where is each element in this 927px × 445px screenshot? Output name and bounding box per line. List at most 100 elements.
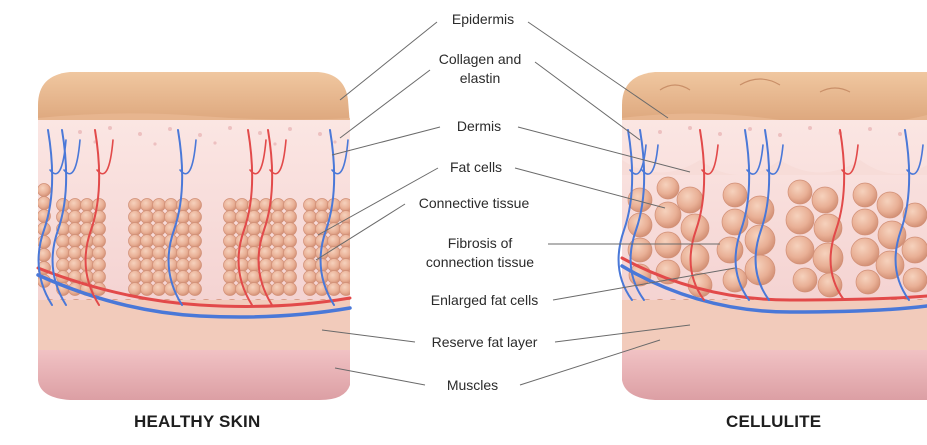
fat-cell [153, 271, 166, 284]
fat-cell [284, 223, 297, 236]
fat-cell [189, 223, 202, 236]
fat-cell [69, 247, 82, 260]
reserve-fat-left [38, 300, 350, 352]
fat-cell [316, 199, 329, 212]
enlarged-fat-cell [813, 243, 843, 273]
fat-cell [272, 223, 285, 236]
fat-cell [284, 211, 297, 224]
fat-cell [69, 211, 82, 224]
fat-cell [129, 223, 142, 236]
reserve-fat-right [622, 300, 927, 352]
fat-cell [153, 211, 166, 224]
label-fibrosis-line1: Fibrosis of [410, 234, 550, 252]
enlarged-fat-cell [745, 255, 775, 285]
fat-cell [57, 247, 70, 260]
fat-cell [224, 235, 237, 248]
label-collagen-line2: elastin [425, 69, 535, 87]
caption-healthy-skin: HEALTHY SKIN [134, 412, 260, 432]
label-fat-cells: Fat cells [436, 158, 516, 176]
fat-cell [248, 283, 261, 296]
fat-cell [129, 211, 142, 224]
fat-cell [224, 259, 237, 272]
fat-cell [189, 211, 202, 224]
fat-cell [38, 184, 51, 197]
fat-cell [153, 223, 166, 236]
enlarged-fat-cell [745, 225, 775, 255]
fat-cell [189, 247, 202, 260]
fat-cell [340, 223, 353, 236]
fat-cell [93, 247, 106, 260]
fat-cell [141, 199, 154, 212]
fat-cell [272, 283, 285, 296]
fat-cell [272, 211, 285, 224]
fat-cell [153, 235, 166, 248]
caption-cellulite: CELLULITE [726, 412, 821, 432]
enlarged-fat-cell [903, 268, 927, 292]
fat-cell [69, 235, 82, 248]
fat-cell [304, 247, 317, 260]
enlarged-fat-cell [681, 244, 709, 272]
fat-cell [141, 283, 154, 296]
fat-cell [224, 247, 237, 260]
fat-cell [340, 259, 353, 272]
label-connective-tissue: Connective tissue [404, 194, 544, 212]
fat-cell [224, 199, 237, 212]
fat-cell [141, 211, 154, 224]
fat-cell [340, 271, 353, 284]
fat-cell [340, 199, 353, 212]
fat-cell [304, 199, 317, 212]
label-dermis: Dermis [440, 117, 518, 135]
fat-cell [177, 271, 190, 284]
label-epidermis: Epidermis [437, 10, 529, 28]
fat-cell [141, 223, 154, 236]
fat-cell [272, 271, 285, 284]
fat-cell [141, 259, 154, 272]
fat-cell [248, 235, 261, 248]
fat-cell [224, 283, 237, 296]
fat-cell [81, 199, 94, 212]
fat-cell [328, 283, 341, 296]
fat-cell [141, 247, 154, 260]
fat-cell [284, 271, 297, 284]
label-reserve-fat-layer: Reserve fat layer [412, 333, 557, 351]
label-muscles: Muscles [425, 376, 520, 394]
enlarged-fat-cell [793, 268, 817, 292]
enlarged-fat-cell [877, 192, 903, 218]
fat-cell [328, 199, 341, 212]
fat-cell [57, 235, 70, 248]
enlarged-fat-cell [853, 183, 877, 207]
fat-cell [93, 235, 106, 248]
fat-cell [284, 259, 297, 272]
fat-cell [165, 247, 178, 260]
fat-cell [304, 283, 317, 296]
fat-cell [272, 235, 285, 248]
enlarged-fat-cell [657, 177, 679, 199]
enlarged-fat-cell [852, 209, 878, 235]
fat-cell [153, 247, 166, 260]
fat-cell [260, 247, 273, 260]
fat-cell [304, 223, 317, 236]
fat-cell [129, 235, 142, 248]
fat-cell [177, 283, 190, 296]
fat-cell [93, 259, 106, 272]
fat-cell [38, 197, 51, 210]
enlarged-fat-cell [786, 236, 814, 264]
cellulite-block [622, 72, 927, 400]
fat-cell [189, 235, 202, 248]
fat-cell [129, 259, 142, 272]
fat-cell [153, 259, 166, 272]
enlarged-fat-cell [723, 268, 747, 292]
enlarged-fat-cell [851, 238, 879, 266]
fat-cell [260, 259, 273, 272]
enlarged-fat-cell [655, 232, 681, 258]
fat-cell [165, 199, 178, 212]
enlarged-fat-cell [814, 214, 842, 242]
enlarged-fat-cell [856, 270, 880, 294]
fat-cell [340, 247, 353, 260]
fat-cell [93, 223, 106, 236]
fat-cell [224, 211, 237, 224]
muscle-right [622, 350, 927, 400]
fat-cell [69, 223, 82, 236]
enlarged-fat-cell [681, 214, 709, 242]
fat-cell [340, 283, 353, 296]
